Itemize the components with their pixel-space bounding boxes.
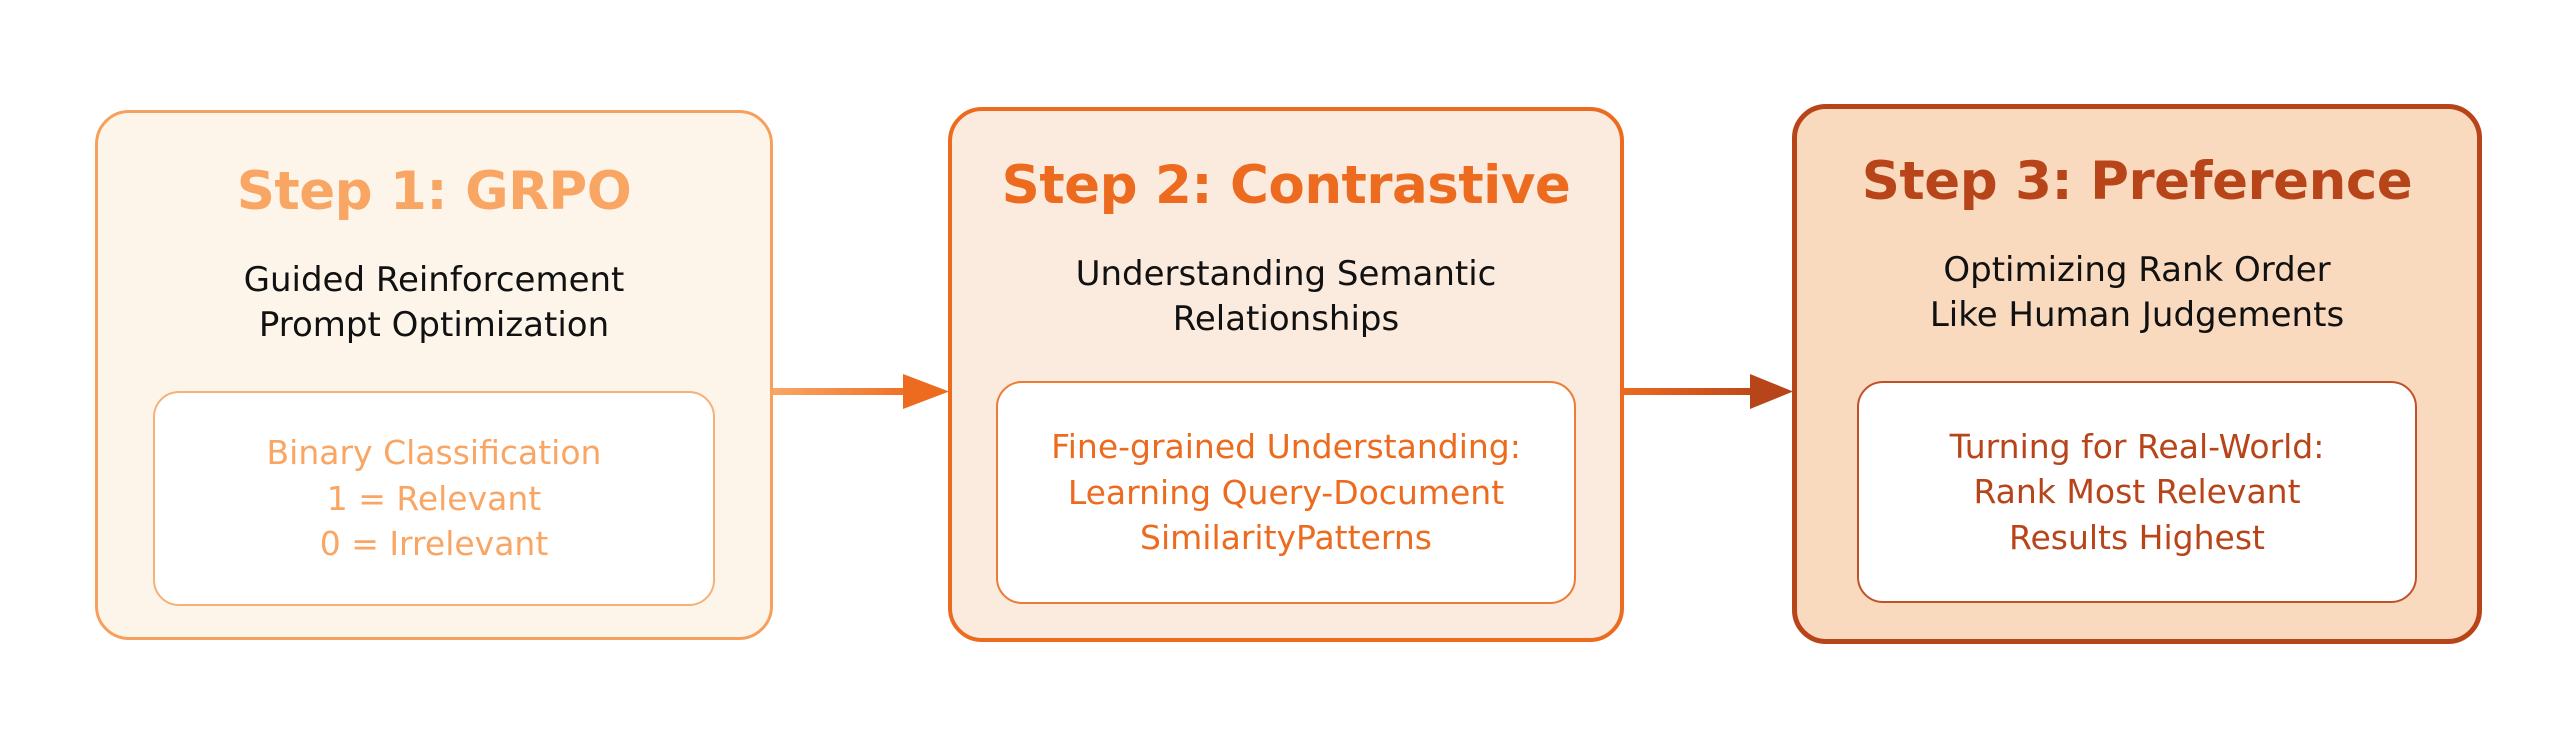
- arrow-step2-to-step3: [1622, 362, 1793, 422]
- step-card-1[interactable]: Step 1: GRPO Guided Reinforcement Prompt…: [95, 110, 773, 640]
- step-2-subtitle: Understanding Semantic Relationships: [1075, 254, 1497, 339]
- arrow-right-icon: [773, 374, 949, 409]
- step-2-detail-box: Fine-grained Understanding: Learning Que…: [996, 381, 1576, 604]
- step-1-detail-text: Binary Classification 1 = Relevant 0 = I…: [266, 433, 602, 564]
- step-3-detail-box: Turning for Real-World: Rank Most Releva…: [1857, 381, 2417, 603]
- arrow-step1-to-step2: [773, 362, 949, 422]
- arrow-right-icon: [1622, 374, 1793, 409]
- step-2-title: Step 2: Contrastive: [1001, 155, 1571, 216]
- step-1-detail-box: Binary Classification 1 = Relevant 0 = I…: [153, 391, 715, 606]
- step-card-2[interactable]: Step 2: Contrastive Understanding Semant…: [948, 107, 1624, 642]
- step-1-subtitle: Guided Reinforcement Prompt Optimization: [243, 260, 625, 345]
- step-card-3[interactable]: Step 3: Preference Optimizing Rank Order…: [1792, 104, 2482, 644]
- step-2-detail-text: Fine-grained Understanding: Learning Que…: [1051, 427, 1521, 558]
- step-3-subtitle: Optimizing Rank Order Like Human Judgeme…: [1929, 250, 2345, 335]
- step-3-title: Step 3: Preference: [1861, 151, 2413, 212]
- step-1-title: Step 1: GRPO: [236, 161, 632, 222]
- step-3-detail-text: Turning for Real-World: Rank Most Releva…: [1949, 426, 2325, 557]
